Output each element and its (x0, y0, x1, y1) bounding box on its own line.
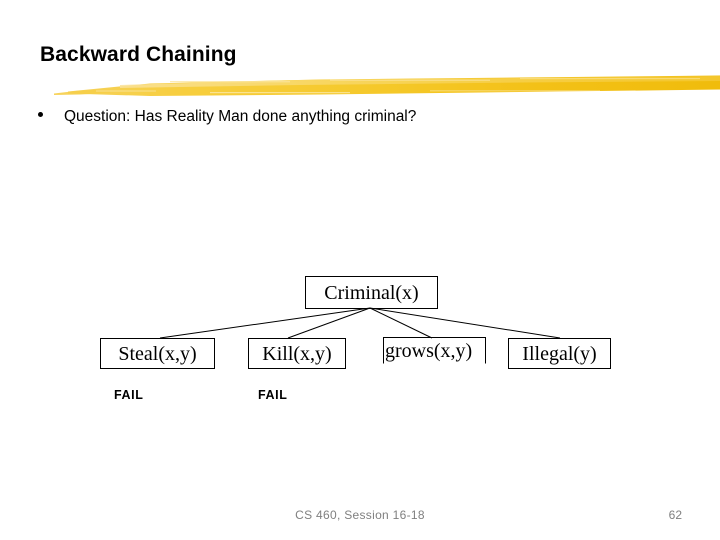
tree-edge-grows (369, 307, 433, 339)
footer-course-label: CS 460, Session 16-18 (295, 508, 425, 522)
bullet-dot-icon (38, 112, 43, 117)
tree-node-kill[interactable]: Kill(x,y) (248, 338, 346, 369)
tree-node-grows-label: grows(x,y) (385, 339, 473, 362)
bullet-item-label: Question: Has Reality Man done anything … (64, 108, 417, 125)
tree-node-illegal-label: Illegal(y) (522, 342, 597, 365)
tree-node-criminal[interactable]: Criminal(x) (305, 276, 438, 309)
tree-node-grows[interactable]: grows(x,y) (383, 337, 486, 364)
footer-page-number: 62 (668, 508, 682, 522)
tree-node-steal[interactable]: Steal(x,y) (100, 338, 215, 369)
tree-edge-illegal (369, 307, 561, 339)
tree-edge-steal (159, 307, 371, 339)
status-badge-kill-fail: FAIL (258, 388, 288, 402)
tree-node-kill-label: Kill(x,y) (262, 342, 332, 365)
tree-node-illegal[interactable]: Illegal(y) (508, 338, 611, 369)
page-title: Backward Chaining (40, 43, 237, 66)
tree-node-criminal-label: Criminal(x) (324, 281, 419, 304)
bullet-item-question: Question: Has Reality Man done anything … (38, 108, 416, 126)
tree-node-steal-label: Steal(x,y) (118, 342, 197, 365)
status-badge-steal-fail: FAIL (114, 388, 144, 402)
tree-edge-kill (287, 307, 371, 339)
